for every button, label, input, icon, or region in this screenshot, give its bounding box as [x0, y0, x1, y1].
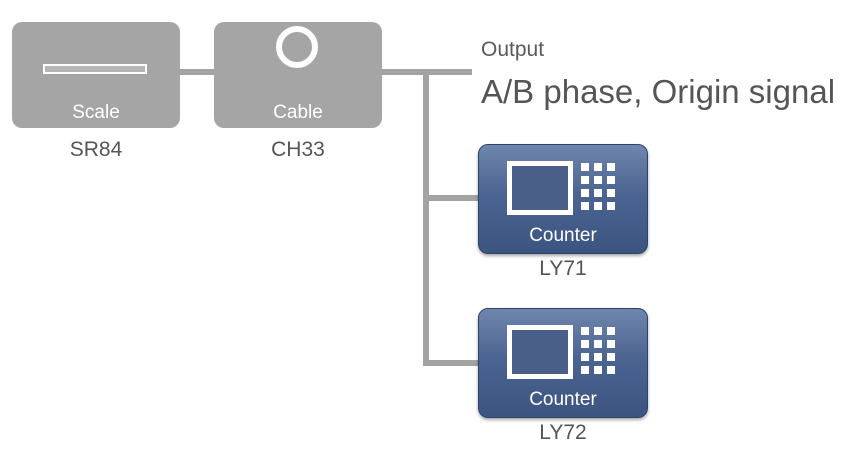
counter-2-model: LY72 — [539, 421, 587, 444]
counter-keypad-icon — [581, 163, 617, 211]
counter-box-1: Counter — [478, 144, 648, 254]
wire-trunk-vertical — [423, 69, 429, 366]
output-signal: A/B phase, Origin signal — [481, 73, 836, 110]
scale-label: Scale — [72, 102, 120, 123]
cable-label: Cable — [273, 102, 323, 123]
scale-bar-icon — [43, 64, 147, 74]
counter-1-label: Counter — [529, 225, 597, 246]
wire-branch-counter-2 — [423, 360, 481, 366]
counter-keypad-icon — [581, 327, 617, 375]
counter-screen-icon — [507, 325, 573, 379]
output-title: Output — [481, 38, 545, 61]
scale-model: SR84 — [69, 138, 123, 161]
counter-box-2: Counter — [478, 308, 648, 418]
counter-2-label: Counter — [529, 389, 597, 410]
counter-screen-icon — [507, 161, 573, 215]
cable-model: CH33 — [271, 138, 325, 161]
wire-branch-counter-1 — [423, 195, 481, 201]
cable-box: Cable — [214, 22, 382, 128]
scale-box: Scale — [12, 22, 180, 128]
wire-scale-to-cable — [180, 69, 220, 75]
counter-1-model: LY71 — [539, 257, 587, 280]
cable-loop-icon — [276, 26, 318, 68]
